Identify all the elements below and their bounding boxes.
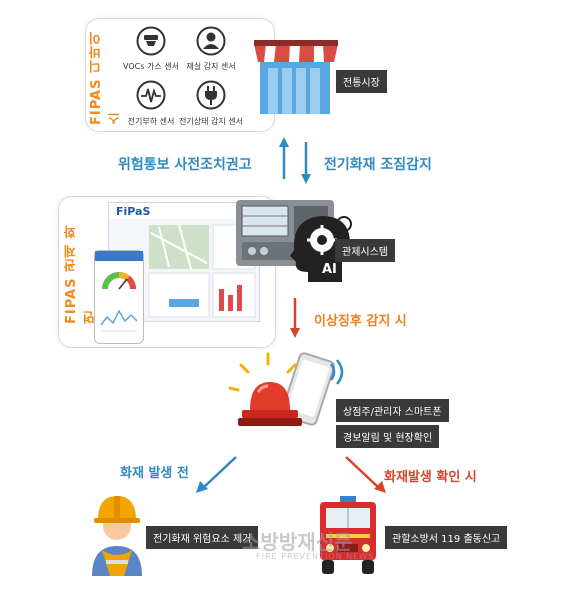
sensor-label-state: 전기상태 감지 센서 bbox=[179, 117, 243, 126]
watermark-subtext: FIRE PREVENTION NEWS bbox=[256, 552, 375, 561]
arrow-up-icon bbox=[279, 137, 289, 179]
phone-app-mockup bbox=[94, 250, 144, 344]
anomaly-text: 이상징후 감지 시 bbox=[314, 314, 407, 329]
person-icon bbox=[196, 26, 226, 56]
arrow-down-text: 전기화재 조짐감지 bbox=[324, 157, 432, 173]
dashboard-logo: FiPaS bbox=[116, 205, 151, 218]
fire-station-label: 관할소방서 119 출동신고 bbox=[385, 526, 508, 549]
anomaly-arrow-icon bbox=[290, 298, 300, 338]
siren-smartphone-icon bbox=[228, 348, 354, 454]
watermark-text: 소방방재신문 bbox=[242, 530, 353, 554]
before-fire-text: 화재 발생 전 bbox=[120, 466, 189, 481]
ai-head-icon bbox=[284, 210, 358, 286]
arrow-up-text: 위험통보 사전조치권고 bbox=[118, 157, 252, 173]
smartphone-label-owner: 상점주/관리자 스마트폰 bbox=[336, 399, 449, 422]
smartphone-label-alert: 경보알림 및 현장확인 bbox=[336, 425, 440, 448]
market-store-icon bbox=[252, 38, 340, 118]
plug-icon bbox=[196, 80, 226, 110]
fire-truck-icon bbox=[312, 494, 384, 578]
worker-icon bbox=[84, 490, 150, 576]
smoke-detector-icon bbox=[136, 26, 166, 56]
fire-confirmed-text: 화재발생 확인 시 bbox=[384, 470, 477, 485]
waveform-icon bbox=[136, 80, 166, 110]
arrow-down-icon bbox=[301, 142, 311, 184]
devices-panel bbox=[85, 18, 275, 132]
arrow-left-down-icon bbox=[196, 455, 238, 493]
control-system-label: 관제시스템 bbox=[335, 239, 395, 262]
watermark-logo: 소방방재신문 FIRE PREVENTION NEWS bbox=[222, 526, 402, 566]
devices-panel-title: FIPAS 디바이스 bbox=[89, 30, 123, 125]
sensor-label-occupancy: 재실 감지 센서 bbox=[186, 62, 236, 71]
sensor-label-load: 전기부하 센서 bbox=[127, 117, 175, 126]
worker-label: 전기화재 위험요소 제거 bbox=[146, 526, 259, 549]
sensor-label-vocs: VOCs 가스 센서 bbox=[123, 62, 179, 71]
arrow-right-down-icon bbox=[344, 455, 386, 493]
market-label: 전통시장 bbox=[336, 70, 387, 93]
ai-label: AI bbox=[322, 262, 337, 277]
